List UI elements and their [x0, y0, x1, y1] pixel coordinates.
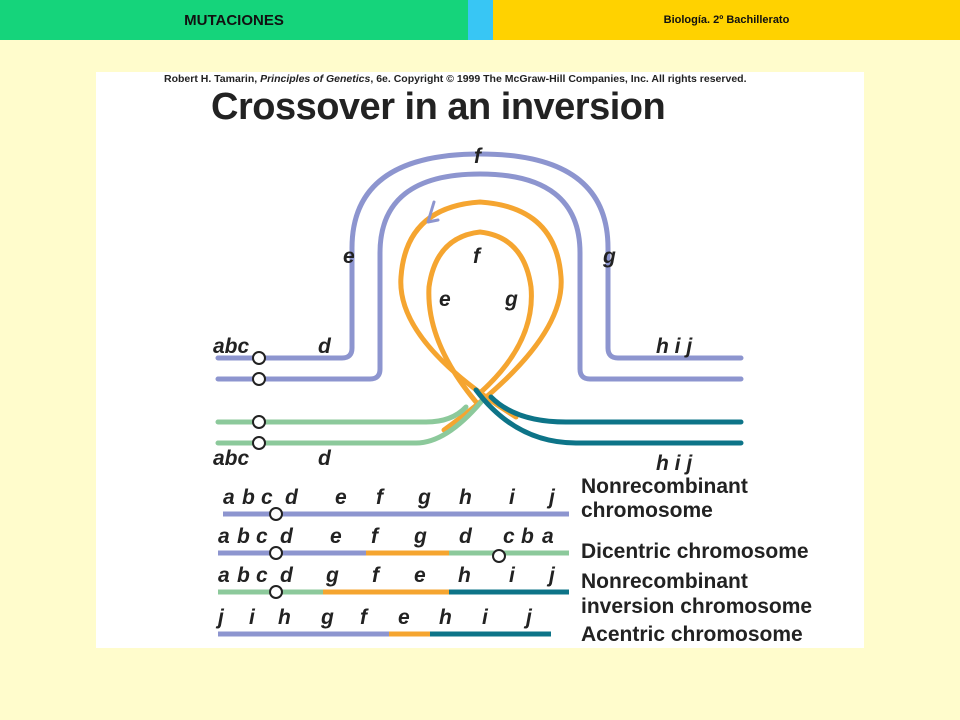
gene-label: abc: [213, 447, 250, 470]
gene-label: e: [335, 486, 347, 509]
gene-label: j: [546, 486, 556, 509]
gene-label: i: [509, 486, 516, 509]
gene-label: c: [256, 525, 268, 548]
gene-label: d: [459, 525, 473, 548]
gene-label: g: [413, 525, 427, 548]
gene-label: h i j: [656, 335, 693, 358]
gene-label: h: [458, 564, 471, 587]
gene-label: f: [360, 606, 369, 629]
gene-label: f: [372, 564, 381, 587]
gene-label: abc: [213, 335, 250, 358]
gene-label: g: [504, 288, 518, 311]
gene-label: b: [521, 525, 534, 548]
crossover-diagram: f e g f e g abc d h i j abc d h i j: [213, 145, 812, 646]
gene-label: h: [278, 606, 291, 629]
gene-label: a: [223, 486, 235, 509]
header-title-right: Biología. 2º Bachillerato: [493, 0, 960, 40]
gene-label: d: [318, 335, 332, 358]
gene-label: e: [439, 288, 451, 311]
gene-label: g: [602, 245, 616, 268]
gene-label: g: [417, 486, 431, 509]
product-label: Acentric chromosome: [581, 623, 803, 646]
gene-label: f: [474, 145, 483, 168]
gene-label: h i j: [656, 452, 693, 475]
gene-label: b: [237, 564, 250, 587]
gene-label: i: [482, 606, 489, 629]
gene-label: e: [330, 525, 342, 548]
gene-label: g: [320, 606, 334, 629]
figure-title: Crossover in an inversion: [211, 86, 666, 128]
gene-label: f: [371, 525, 380, 548]
gene-label: d: [318, 447, 332, 470]
crossover-break-mark: [426, 200, 440, 224]
centromere: [269, 507, 283, 521]
gene-label: i: [249, 606, 256, 629]
header-title-left: MUTACIONES: [0, 0, 468, 40]
gene-label: c: [261, 486, 273, 509]
centromere: [252, 372, 266, 386]
gene-label: a: [218, 564, 230, 587]
gene-label: j: [546, 564, 556, 587]
centromere: [252, 436, 266, 450]
gene-label: a: [218, 525, 230, 548]
teal-chromatid-upper: [488, 394, 744, 425]
product-label: Nonrecombinant: [581, 570, 748, 593]
green-chromatid-lower: [215, 399, 484, 446]
gene-label: h: [439, 606, 452, 629]
product-label: Nonrecombinant: [581, 475, 748, 498]
gene-label: e: [343, 245, 355, 268]
gene-label: d: [280, 525, 294, 548]
orange-chromatid-inner: [426, 229, 534, 405]
blue-chromatid-outer: [215, 151, 744, 361]
product-label: Dicentric chromosome: [581, 540, 809, 563]
product-label: inversion chromosome: [581, 595, 812, 618]
figure-panel: Robert H. Tamarin, Principles of Genetic…: [96, 72, 864, 648]
gene-label: d: [285, 486, 299, 509]
centromere: [492, 549, 506, 563]
gene-label: b: [237, 525, 250, 548]
gene-label: f: [473, 245, 482, 268]
gene-label: j: [215, 606, 225, 629]
gene-label: a: [542, 525, 554, 548]
product-label: chromosome: [581, 499, 713, 522]
green-chromatid-upper: [215, 404, 469, 425]
gene-label: j: [523, 606, 533, 629]
centromere: [269, 585, 283, 599]
gene-label: f: [376, 486, 385, 509]
gene-label: c: [256, 564, 268, 587]
gene-label: c: [503, 525, 515, 548]
gene-label: h: [459, 486, 472, 509]
gene-label: e: [398, 606, 410, 629]
centromere: [252, 351, 266, 365]
centromere: [252, 415, 266, 429]
centromere: [269, 546, 283, 560]
orange-chromatid-outer: [398, 199, 564, 433]
copyright-line: Robert H. Tamarin, Principles of Genetic…: [164, 73, 747, 85]
gene-label: g: [325, 564, 339, 587]
gene-label: i: [509, 564, 516, 587]
gene-label: d: [280, 564, 294, 587]
gene-label: b: [242, 486, 255, 509]
blue-chromatid-inner: [215, 171, 744, 382]
teal-chromatid-lower: [473, 387, 744, 446]
header-accent-bar: [468, 0, 493, 40]
gene-label: e: [414, 564, 426, 587]
